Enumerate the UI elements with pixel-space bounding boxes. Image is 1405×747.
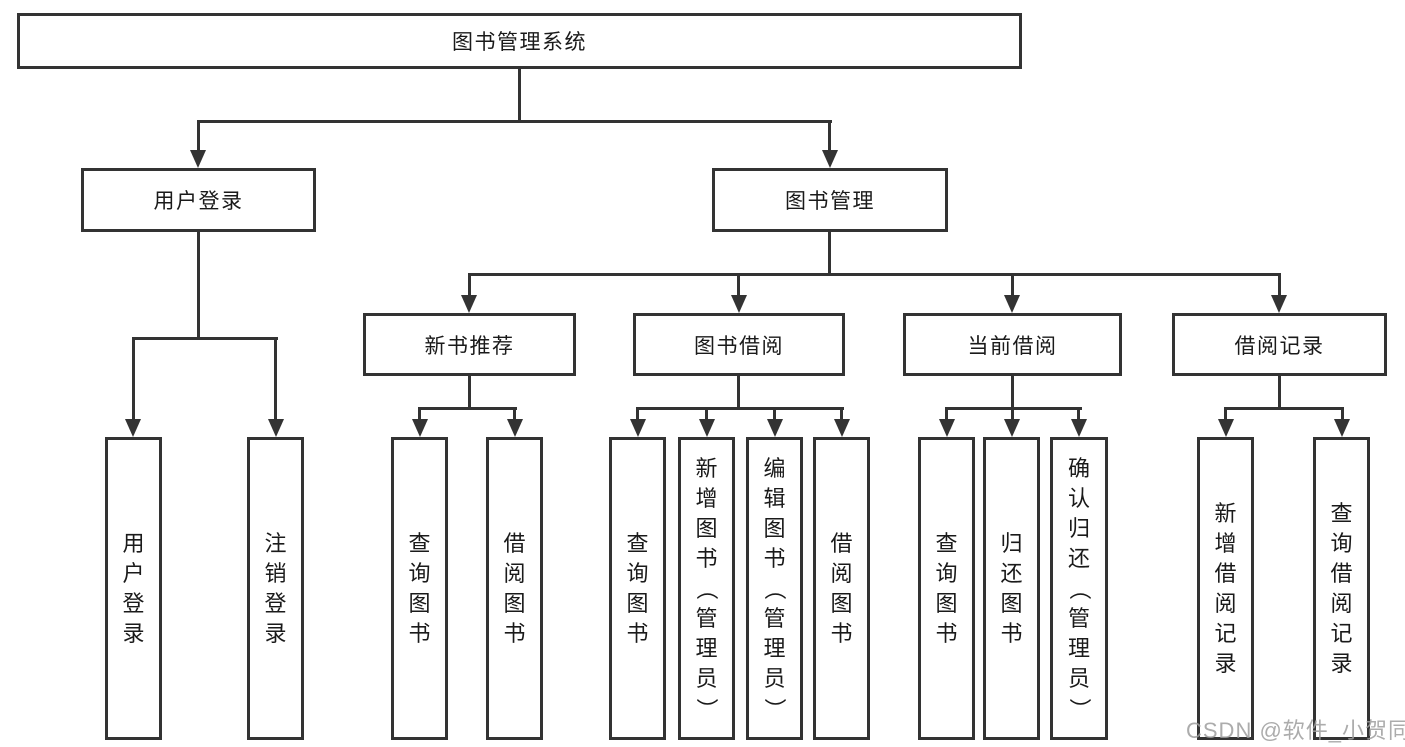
leaf-user-login-label: 用户登录 bbox=[122, 530, 145, 646]
connector bbox=[773, 407, 776, 423]
leaf-add-book: 新增图书（管理员） bbox=[678, 437, 735, 740]
leaf-add-borrow-record-label: 新增借阅记录 bbox=[1214, 500, 1237, 676]
connector bbox=[1341, 407, 1344, 423]
arrow-down-icon bbox=[1271, 295, 1287, 313]
arrow-down-icon bbox=[268, 419, 284, 437]
node-new-book-recommend: 新书推荐 bbox=[363, 313, 576, 376]
arrow-down-icon bbox=[1071, 419, 1087, 437]
connector bbox=[737, 376, 740, 407]
leaf-logout-label: 注销登录 bbox=[264, 530, 287, 646]
connector bbox=[828, 120, 831, 152]
leaf-add-book-label: 新增图书（管理员） bbox=[694, 455, 720, 720]
leaf-query-book-2: 查询图书 bbox=[609, 437, 666, 740]
connector bbox=[468, 273, 471, 299]
connector bbox=[1077, 407, 1080, 423]
node-current-borrow-label: 当前借阅 bbox=[967, 334, 1058, 358]
node-borrow-records-label: 借阅记录 bbox=[1234, 334, 1325, 358]
connector bbox=[1011, 407, 1014, 423]
leaf-edit-book: 编辑图书（管理员） bbox=[746, 437, 803, 740]
leaf-query-borrow-record-label: 查询借阅记录 bbox=[1330, 500, 1353, 676]
connector bbox=[737, 273, 740, 299]
node-new-book-recommend-label: 新书推荐 bbox=[424, 334, 515, 358]
connector bbox=[1224, 407, 1344, 410]
connector bbox=[828, 232, 831, 273]
leaf-add-borrow-record: 新增借阅记录 bbox=[1197, 437, 1254, 740]
leaf-query-book-2-label: 查询图书 bbox=[626, 530, 649, 646]
arrow-down-icon bbox=[630, 419, 646, 437]
arrow-down-icon bbox=[767, 419, 783, 437]
connector bbox=[945, 407, 948, 423]
leaf-borrow-book-2: 借阅图书 bbox=[813, 437, 870, 740]
arrow-down-icon bbox=[939, 419, 955, 437]
connector bbox=[197, 120, 832, 123]
connector bbox=[468, 273, 1281, 276]
leaf-return-book: 归还图书 bbox=[983, 437, 1040, 740]
connector bbox=[274, 337, 277, 421]
node-user-login: 用户登录 bbox=[81, 168, 316, 232]
connector bbox=[418, 407, 517, 410]
leaf-edit-book-label: 编辑图书（管理员） bbox=[762, 455, 788, 720]
node-user-login-label: 用户登录 bbox=[153, 190, 244, 213]
leaf-borrow-book-1-label: 借阅图书 bbox=[503, 530, 526, 646]
leaf-confirm-return-label: 确认归还（管理员） bbox=[1066, 455, 1092, 720]
node-borrow-records: 借阅记录 bbox=[1172, 313, 1387, 376]
leaf-return-book-label: 归还图书 bbox=[1000, 530, 1023, 646]
leaf-user-login: 用户登录 bbox=[105, 437, 162, 740]
arrow-down-icon bbox=[1218, 419, 1234, 437]
connector bbox=[1011, 273, 1014, 299]
arrow-down-icon bbox=[461, 295, 477, 313]
node-book-borrow: 图书借阅 bbox=[633, 313, 845, 376]
connector bbox=[636, 407, 639, 423]
node-book-borrow-label: 图书借阅 bbox=[694, 334, 784, 358]
connector bbox=[1011, 376, 1014, 407]
leaf-query-book-3-label: 查询图书 bbox=[935, 530, 958, 646]
leaf-borrow-book-1: 借阅图书 bbox=[486, 437, 543, 740]
connector bbox=[197, 232, 200, 337]
csdn-watermark: CSDN @软件_小贺同学 bbox=[1186, 718, 1405, 743]
leaf-query-borrow-record: 查询借阅记录 bbox=[1313, 437, 1370, 740]
leaf-query-book-3: 查询图书 bbox=[918, 437, 975, 740]
connector bbox=[705, 407, 708, 423]
connector bbox=[468, 376, 471, 407]
leaf-logout: 注销登录 bbox=[247, 437, 304, 740]
node-root: 图书管理系统 bbox=[17, 13, 1022, 69]
connector bbox=[1224, 407, 1227, 423]
leaf-query-book-1: 查询图书 bbox=[391, 437, 448, 740]
arrow-down-icon bbox=[125, 419, 141, 437]
arrow-down-icon bbox=[699, 419, 715, 437]
arrow-down-icon bbox=[834, 419, 850, 437]
connector bbox=[518, 69, 521, 120]
connector bbox=[840, 407, 843, 423]
node-book-management-label: 图书管理 bbox=[785, 190, 875, 213]
connector bbox=[132, 337, 278, 340]
arrow-down-icon bbox=[1004, 419, 1020, 437]
arrow-down-icon bbox=[1334, 419, 1350, 437]
connector bbox=[513, 407, 516, 423]
node-root-label: 图书管理系统 bbox=[452, 31, 587, 54]
arrow-down-icon bbox=[822, 150, 838, 168]
node-current-borrow: 当前借阅 bbox=[903, 313, 1122, 376]
arrow-down-icon bbox=[1004, 295, 1020, 313]
connector bbox=[1278, 273, 1281, 299]
leaf-query-book-1-label: 查询图书 bbox=[408, 530, 431, 646]
connector bbox=[197, 120, 200, 152]
leaf-confirm-return: 确认归还（管理员） bbox=[1050, 437, 1108, 740]
connector bbox=[636, 407, 844, 410]
connector bbox=[132, 337, 135, 421]
leaf-borrow-book-2-label: 借阅图书 bbox=[830, 530, 853, 646]
arrow-down-icon bbox=[507, 419, 523, 437]
arrow-down-icon bbox=[412, 419, 428, 437]
connector bbox=[1278, 376, 1281, 407]
arrow-down-icon bbox=[731, 295, 747, 313]
arrow-down-icon bbox=[190, 150, 206, 168]
connector bbox=[418, 407, 421, 423]
node-book-management: 图书管理 bbox=[712, 168, 948, 232]
